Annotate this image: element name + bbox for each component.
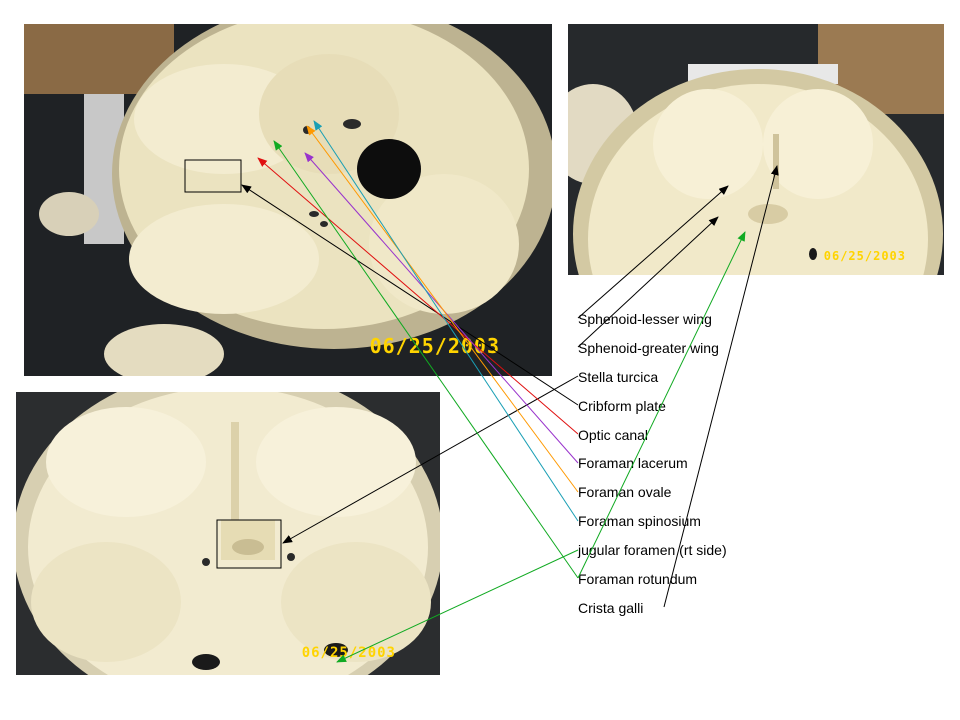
label-jugular-foramen: jugular foramen (rt side) [578, 542, 727, 559]
skull-illustration [16, 392, 440, 675]
skull-illustration [24, 24, 552, 376]
label-sphenoid-greater-wing: Sphenoid-greater wing [578, 339, 719, 356]
date-stamp: 06/25/2003 [823, 249, 906, 263]
label-foramen-ovale: Foraman ovale [578, 484, 672, 501]
label-crista-galli: Crista galli [578, 599, 644, 616]
date-stamp: 06/25/2003 [369, 334, 500, 358]
structure-labels: Sphenoid-lesser wing Sphenoid-greater wi… [578, 305, 727, 623]
label-foramen-spinosum: Foraman spinosium [578, 513, 701, 530]
label-sella-turcica: Stella turcica [578, 368, 659, 385]
label-optic-canal: Optic canal [578, 426, 649, 443]
label-foramen-lacerum: Foraman lacerum [578, 455, 688, 472]
label-sphenoid-lesser-wing: Sphenoid-lesser wing [578, 311, 712, 327]
date-stamp: 06/25/2003 [301, 645, 396, 661]
label-cribriform-plate: Cribform plate [578, 397, 666, 414]
photo-anterior-cranial-fossa: 06/25/2003 [568, 24, 944, 275]
label-foramen-rotundum: Foraman rotundum [578, 571, 698, 588]
photo-cranial-floor-top-view: 06/25/2003 [24, 24, 552, 376]
photo-sella-turcica-closeup: 06/25/2003 [16, 392, 440, 675]
skull-illustration [568, 24, 944, 275]
